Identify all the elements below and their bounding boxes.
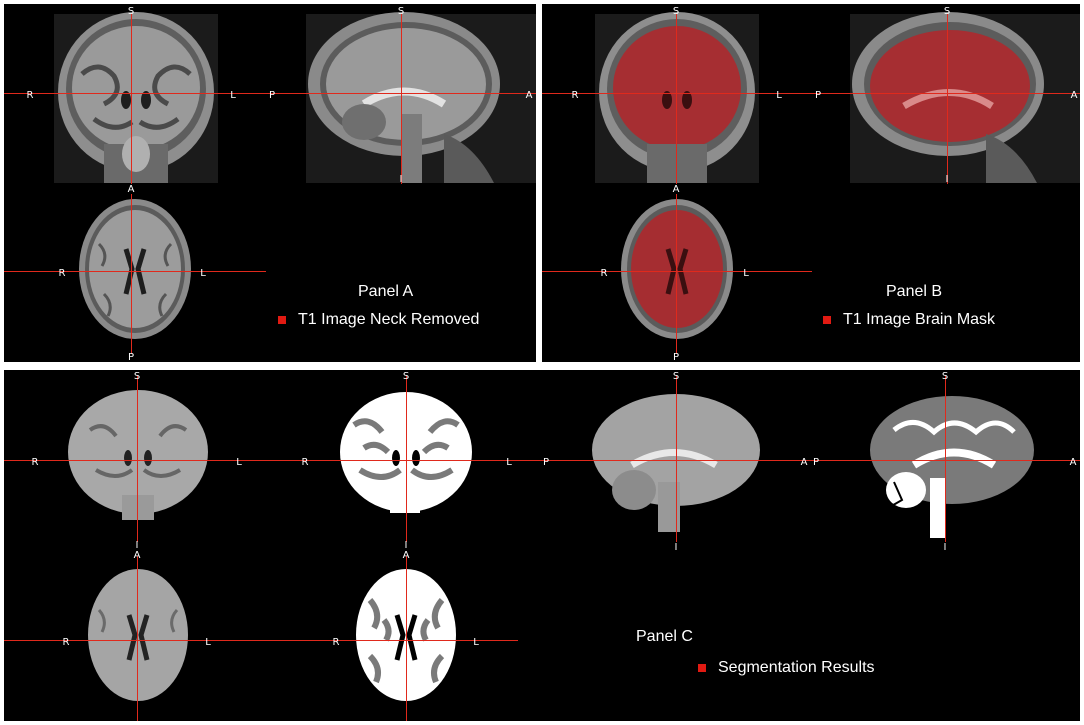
- panel-b-title: Panel B: [886, 283, 943, 300]
- orient-s-cor1-c: S: [134, 371, 140, 382]
- orient-r-ax1-c: R: [63, 637, 70, 648]
- orient-l-cor1-c: L: [236, 457, 242, 468]
- crosshairs-a: [4, 14, 536, 354]
- orient-r-cor1-c: R: [32, 457, 39, 468]
- panel-b-views: S S R L P A I A R L P: [542, 6, 1080, 362]
- orient-p-sag-b: P: [815, 90, 821, 101]
- sagittal-seg-view-c: [870, 396, 1034, 538]
- coronal-view-a: [54, 12, 218, 183]
- orient-a-sag2-c: A: [1070, 457, 1077, 468]
- orient-s-sag1-c: S: [673, 371, 679, 382]
- orient-a-ax-b: A: [673, 184, 680, 195]
- orient-i-cor1-c: I: [136, 540, 139, 551]
- panel-c: S S S S R L R L P A P A I I I I A A R L …: [4, 370, 1080, 721]
- orient-p-sag1-c: P: [543, 457, 549, 468]
- orient-l-cor-a: L: [230, 90, 236, 101]
- panel-a-views: S S R L P A I A R L P: [4, 6, 536, 362]
- sagittal-view-b: [850, 12, 1080, 183]
- orient-s-cor2-c: S: [403, 371, 409, 382]
- orient-l-cor2-c: L: [506, 457, 512, 468]
- orient-s-cor-a: S: [128, 6, 134, 17]
- orient-a-ax2-c: A: [403, 550, 410, 561]
- legend-swatch-c: [698, 664, 706, 672]
- legend-swatch-b: [823, 316, 831, 324]
- orient-l-ax2-c: L: [473, 637, 479, 648]
- orient-i-sag-a: I: [400, 174, 403, 185]
- orient-l-cor-b: L: [776, 90, 782, 101]
- orient-p-sag2-c: P: [813, 457, 819, 468]
- orient-r-cor-b: R: [572, 90, 579, 101]
- orient-i-cor2-c: I: [405, 540, 408, 551]
- crosshairs-c: [4, 376, 1080, 721]
- orient-r-ax2-c: R: [333, 637, 340, 648]
- panel-a-legend-label: T1 Image Neck Removed: [298, 311, 480, 328]
- panel-a-legend: T1 Image Neck Removed: [278, 311, 479, 329]
- orient-a-sag-a: A: [526, 90, 533, 101]
- orient-r-cor-a: R: [27, 90, 34, 101]
- orient-s-cor-b: S: [673, 6, 679, 17]
- panel-b-legend: T1 Image Brain Mask: [823, 311, 995, 329]
- orient-p-sag-a: P: [269, 90, 275, 101]
- orient-p-ax-a: P: [128, 352, 134, 362]
- crosshairs-b: [542, 14, 1080, 354]
- orient-s-sag-b: S: [944, 6, 950, 17]
- orient-l-ax-a: L: [200, 268, 206, 279]
- orient-i-sag-b: I: [946, 174, 949, 185]
- panel-a-title: Panel A: [358, 283, 414, 300]
- panel-a: S S R L P A I A R L P Panel A T1 Image N…: [4, 4, 536, 362]
- orient-l-ax1-c: L: [205, 637, 211, 648]
- orient-i-sag1-c: I: [675, 542, 678, 553]
- orient-l-ax-b: L: [743, 268, 749, 279]
- orient-a-ax-a: A: [128, 184, 135, 195]
- orient-r-cor2-c: R: [302, 457, 309, 468]
- panel-b-legend-label: T1 Image Brain Mask: [843, 311, 996, 328]
- panel-c-legend-label: Segmentation Results: [718, 659, 875, 676]
- orient-a-sag1-c: A: [801, 457, 808, 468]
- sagittal-view-a: [306, 12, 536, 183]
- orient-i-sag2-c: I: [944, 542, 947, 553]
- legend-swatch-a: [278, 316, 286, 324]
- axial-view-a: [79, 199, 191, 339]
- panel-b: S S R L P A I A R L P Panel B T1 Image B…: [542, 4, 1080, 362]
- panel-c-title: Panel C: [636, 628, 693, 645]
- orient-s-sag-a: S: [398, 6, 404, 17]
- panel-c-views: S S S S R L R L P A P A I I I I A A R L …: [4, 371, 1080, 721]
- orient-r-ax-a: R: [59, 268, 66, 279]
- orient-s-sag2-c: S: [942, 371, 948, 382]
- orient-a-ax1-c: A: [134, 550, 141, 561]
- axial-view-b: [621, 199, 733, 339]
- orient-p-ax-b: P: [673, 352, 679, 362]
- panel-c-legend: Segmentation Results: [698, 659, 875, 677]
- orient-a-sag-b: A: [1071, 90, 1078, 101]
- orient-r-ax-b: R: [601, 268, 608, 279]
